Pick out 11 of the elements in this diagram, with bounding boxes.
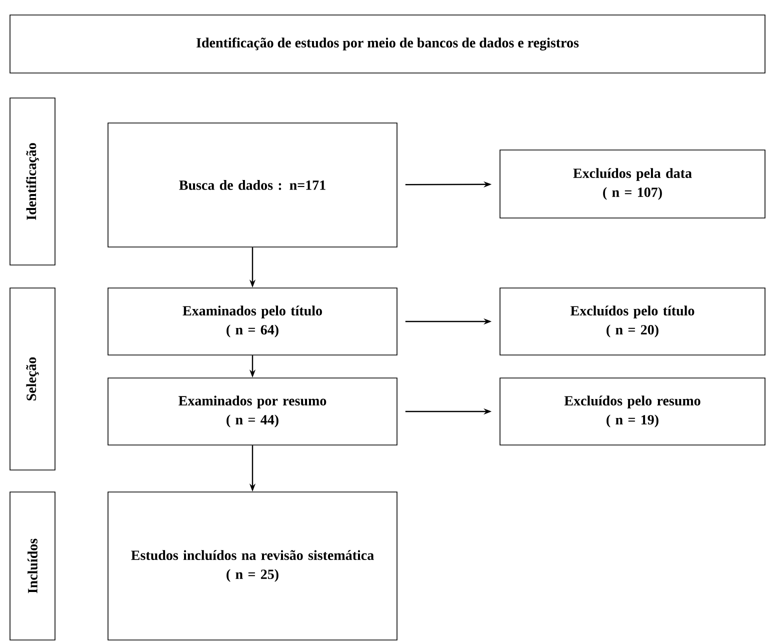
process-box: Busca de dados : n=171: [108, 122, 398, 248]
title-box: Identificação de estudos por meio de bancos de dados e registros: [10, 14, 766, 74]
process-box: Excluídos pelo título ( n = 20): [500, 288, 766, 356]
process-box: Excluídos pela data ( n = 107): [500, 150, 766, 218]
process-box: Estudos incluídos na revisão sistemática ( n = 25): [108, 492, 398, 640]
stage-band: Incluídos: [10, 492, 56, 640]
stage-band: Seleção: [10, 288, 56, 470]
process-box: Excluídos pelo resumo ( n = 19): [500, 378, 766, 446]
process-box: Examinados por resumo ( n = 44): [108, 378, 398, 446]
stage-band: Identificação: [10, 98, 56, 266]
process-box: Examinados pelo título ( n = 64): [108, 288, 398, 356]
